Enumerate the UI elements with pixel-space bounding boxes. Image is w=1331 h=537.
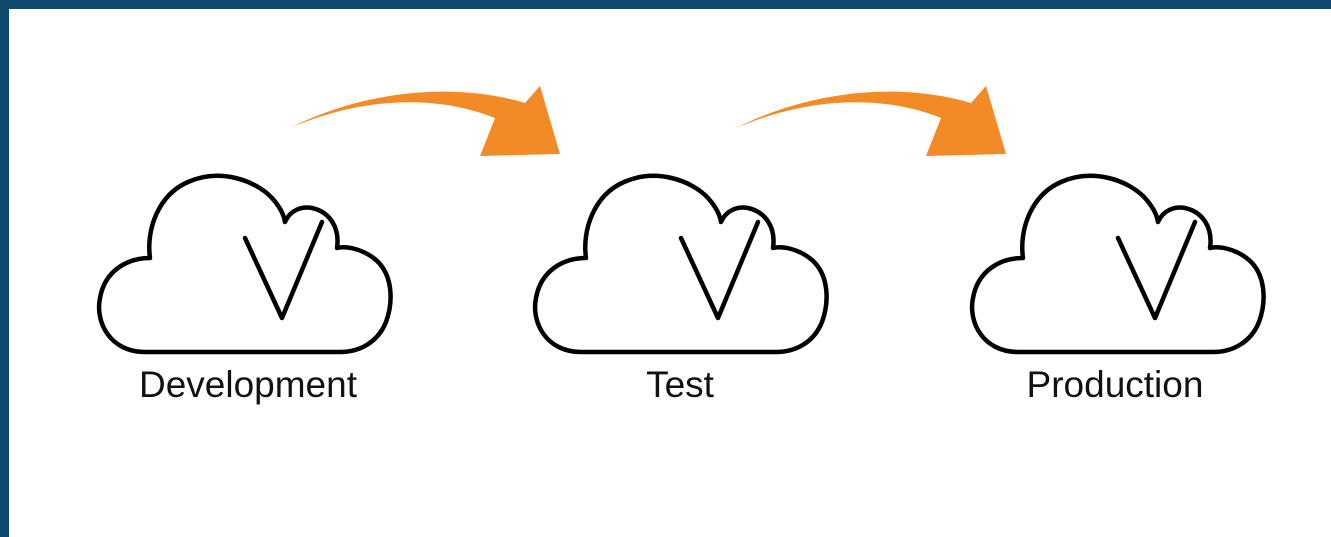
arrow-test-to-production	[736, 86, 1006, 156]
cloud-check-icon	[99, 176, 391, 352]
frame-top-bar	[0, 0, 1331, 9]
stage-test-icon	[535, 176, 827, 352]
arrow-development-to-test	[290, 86, 560, 156]
cloud-check-icon	[535, 176, 827, 352]
stage-label-production: Production	[1026, 364, 1204, 405]
curved-arrow-icon	[736, 86, 1006, 156]
frame-left-bar	[0, 0, 9, 537]
stage-label-development: Development	[138, 364, 357, 405]
curved-arrow-icon	[290, 86, 560, 156]
cloud-check-icon	[972, 176, 1264, 352]
stage-production-icon	[972, 176, 1264, 352]
stage-label-test: Test	[646, 364, 714, 405]
stage-development-icon	[99, 176, 391, 352]
